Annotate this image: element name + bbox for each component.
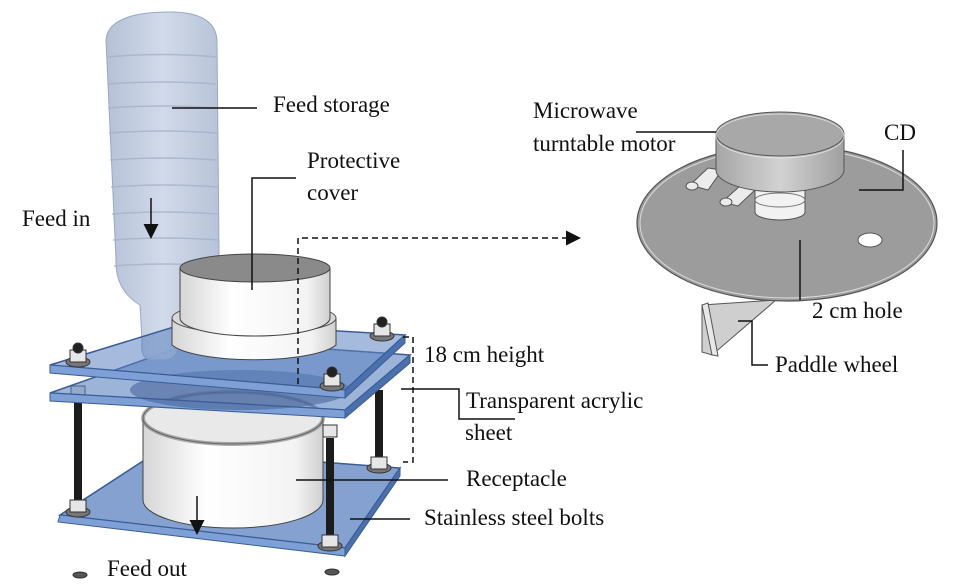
- label-feed-storage: Feed storage: [273, 92, 390, 117]
- label-protective-cover-1: Protective: [307, 148, 400, 173]
- label-paddle-wheel: Paddle wheel: [775, 352, 898, 377]
- label-feed-in: Feed in: [22, 206, 91, 231]
- bolt-rod: [74, 395, 82, 510]
- label-18cm-height: 18 cm height: [424, 342, 545, 367]
- leader-protective-cover: [251, 177, 296, 290]
- detail-pointer-arrow: [297, 230, 581, 384]
- motor-detail: [636, 111, 938, 357]
- protective-cover-top: [179, 253, 331, 283]
- hole: [857, 232, 883, 248]
- leader-acrylic: [401, 388, 515, 420]
- label-acrylic-1: Transparent acrylic: [466, 388, 643, 413]
- bolt-rod: [326, 438, 334, 546]
- leader-paddle: [738, 320, 768, 366]
- protective-cover: [171, 253, 337, 361]
- label-acrylic-2: sheet: [465, 420, 513, 445]
- motor-terminals: [685, 167, 756, 207]
- label-protective-cover-2: cover: [307, 180, 358, 205]
- label-motor-2: turntable motor: [533, 131, 676, 156]
- leader-cd: [859, 150, 904, 191]
- bolt-rod: [375, 390, 383, 470]
- label-cd: CD: [884, 120, 916, 145]
- label-receptacle: Receptacle: [466, 466, 567, 491]
- label-motor-1: Microwave: [533, 98, 638, 123]
- label-hole: 2 cm hole: [812, 298, 903, 323]
- label-feed-out: Feed out: [107, 556, 187, 581]
- turntable-motor: [715, 111, 845, 193]
- motor-spindle: [754, 189, 806, 221]
- height-bracket: [403, 336, 414, 463]
- bolts: [65, 385, 392, 579]
- label-bolts: Stainless steel bolts: [424, 505, 604, 530]
- feeder-assembly: [49, 11, 412, 579]
